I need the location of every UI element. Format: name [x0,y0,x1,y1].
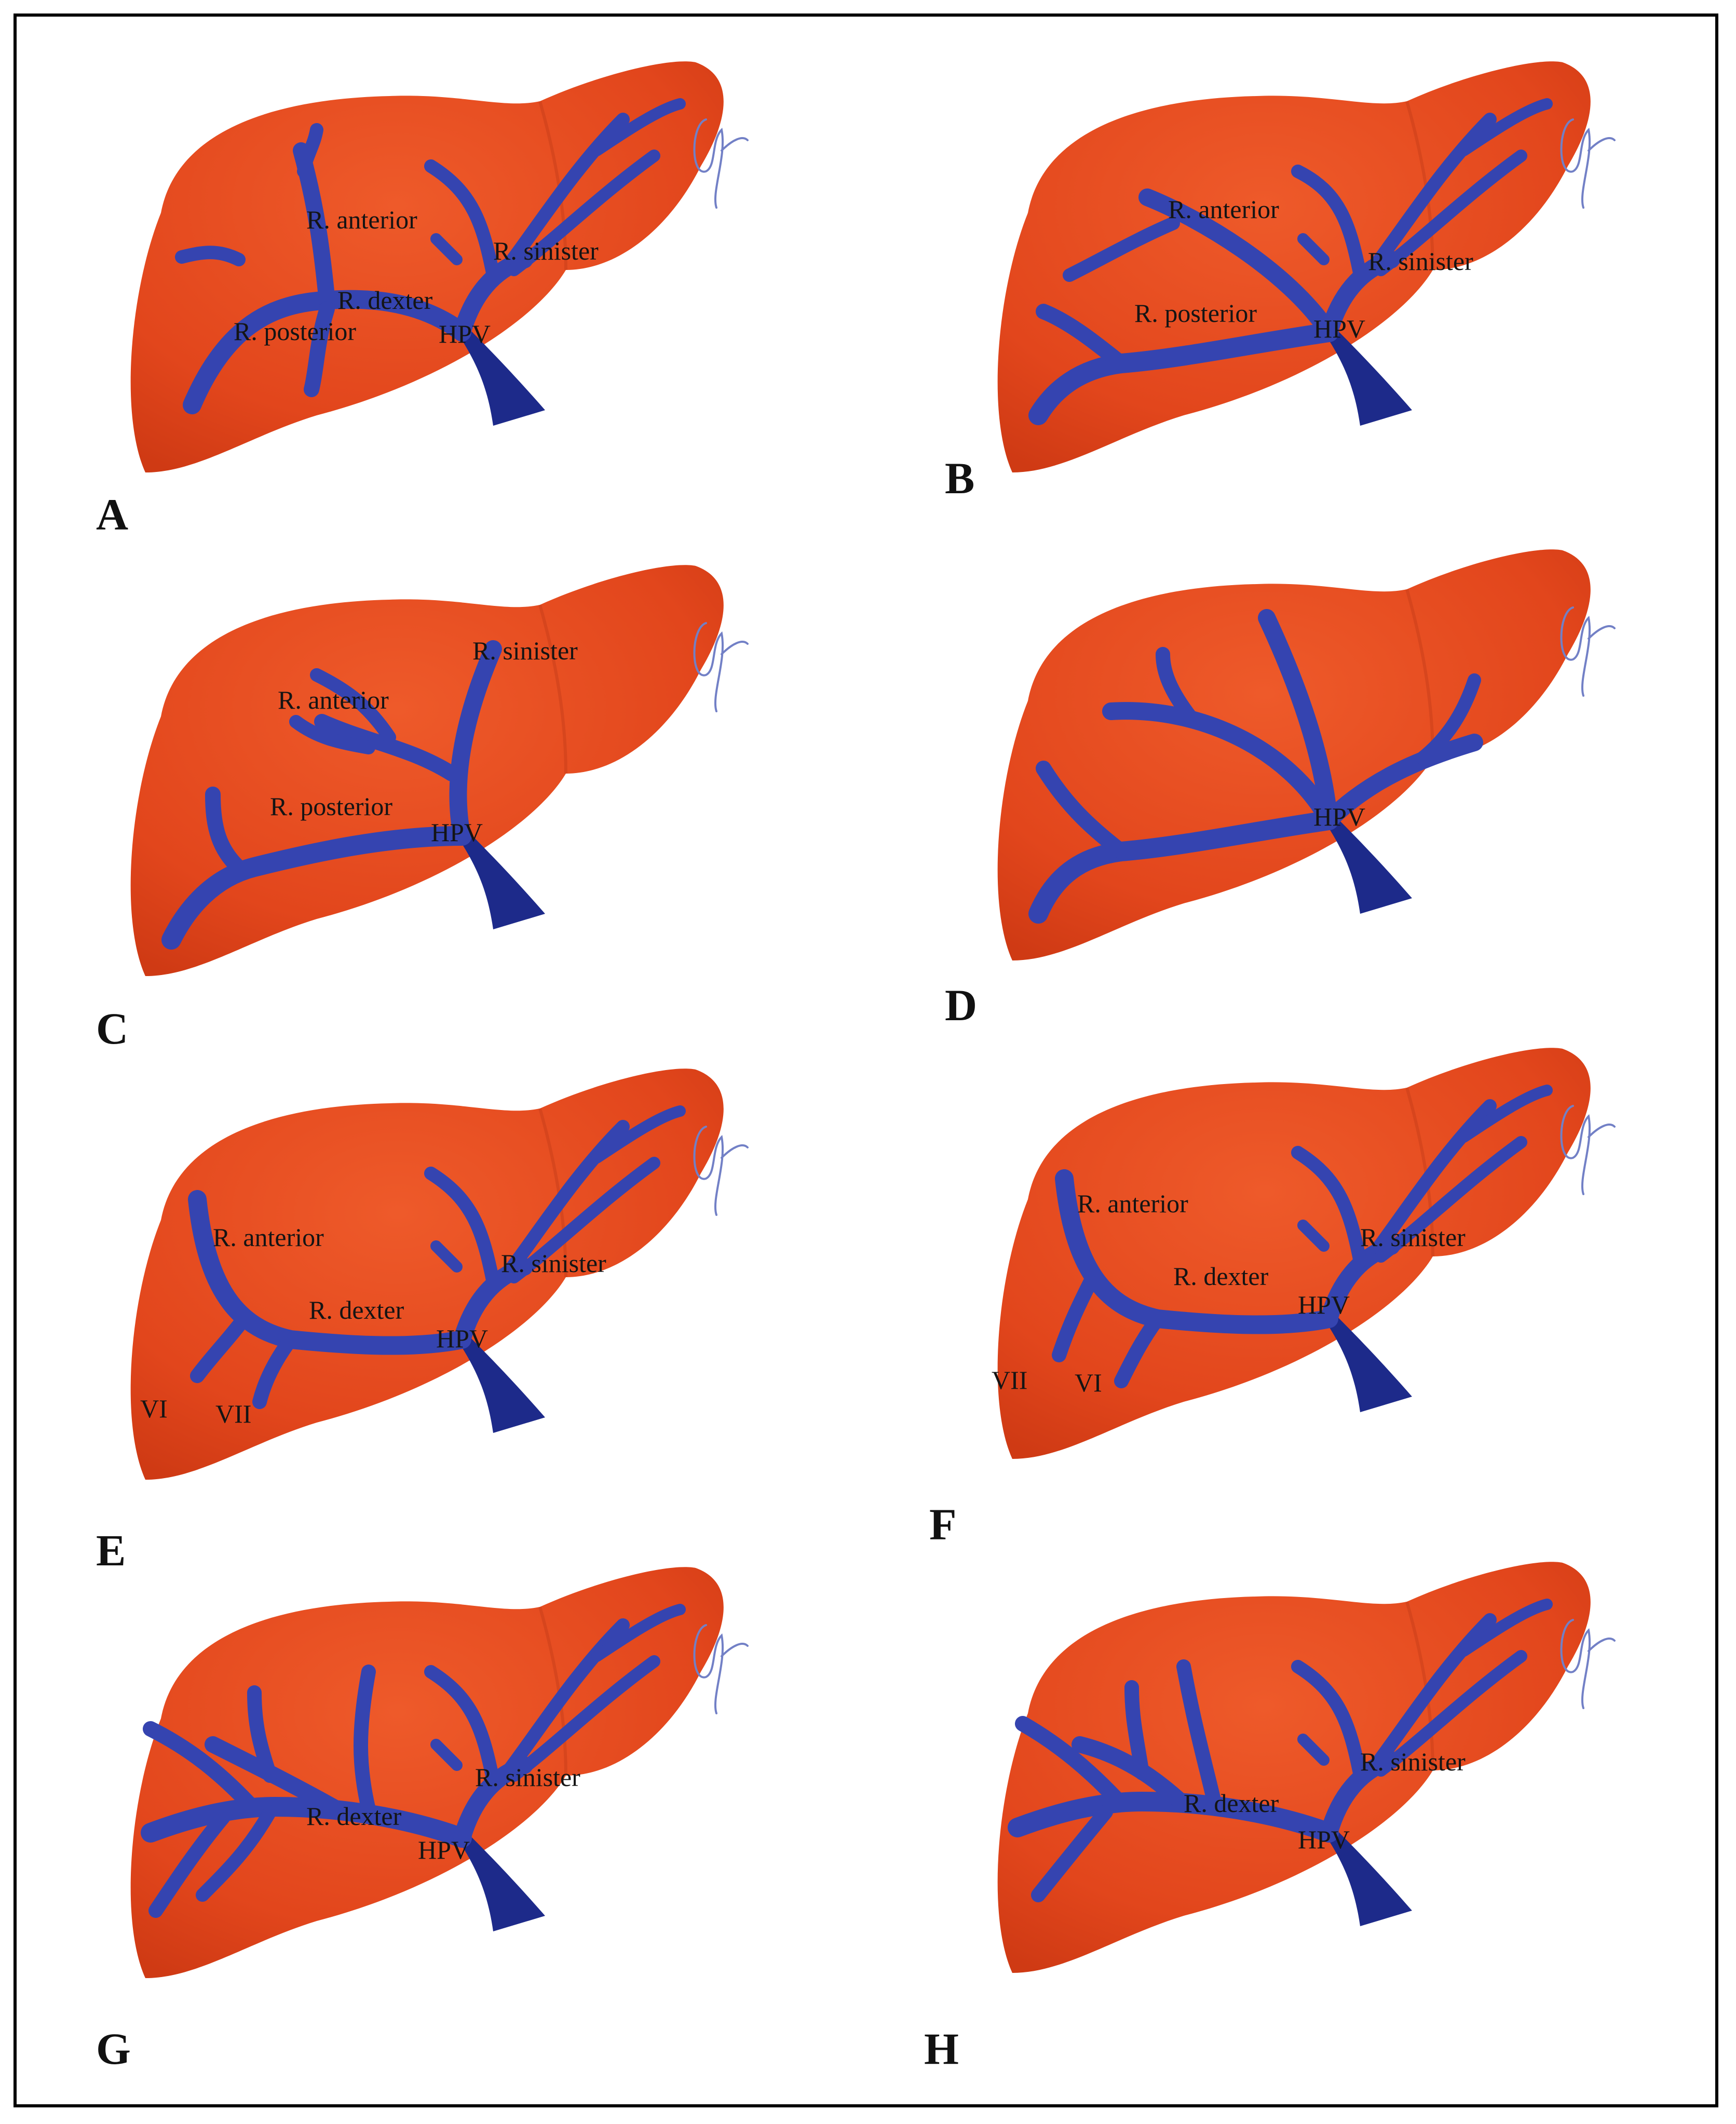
panel-letter: G [96,2024,131,2074]
panel-h: R. sinister R. dexter HPV H [924,1552,1734,2074]
label-vii: VII [992,1365,1027,1395]
signature-mark [1560,606,1616,697]
panel-letter: D [945,980,977,1030]
portal-vein-branches [1028,98,1553,426]
label-anterior: R. anterior [213,1223,324,1252]
portal-trunk [1324,1308,1412,1412]
label-sinister: R. sinister [472,636,578,665]
signature-mark [693,1126,749,1216]
portal-trunk [1324,322,1412,426]
panel-letter: H [924,2024,959,2074]
portal-vein-branches [188,1105,686,1433]
panel-letter: C [96,1004,128,1053]
portal-vein-branches [141,1604,686,1931]
panel-letter: F [929,1499,957,1549]
portal-vein-branches [1028,609,1483,924]
panel-b: R. anterior R. sinister R. posterior HPV… [945,52,1734,571]
figure-frame [13,13,1718,2107]
liver-diagram-c: R. sinister R. anterior R. posterior HPV… [96,565,749,1053]
signature-mark [1560,1619,1616,1709]
label-anterior: R. anterior [1077,1189,1188,1218]
label-posterior: R. posterior [234,317,356,346]
panel-letter: B [945,453,974,503]
label-hpv: HPV [1298,1290,1350,1319]
signature-mark [1560,118,1616,209]
label-vii: VII [215,1399,251,1428]
label-posterior: R. posterior [1134,299,1257,328]
label-hpv: HPV [431,818,483,847]
panel-letter: A [96,490,128,539]
liver-diagram-e: R. anterior R. sinister R. dexter HPV VI… [96,1068,749,1575]
signature-mark [693,118,749,209]
panel-f: R. anterior R. sinister R. dexter HPV VI… [929,1038,1734,1558]
portal-vein-branches [1008,1599,1553,1926]
panel-e: R. anterior R. sinister R. dexter HPV VI… [96,1059,867,1578]
portal-vein-branches [1052,1085,1553,1412]
label-hpv: HPV [436,1324,488,1353]
label-sinister: R. sinister [1368,247,1473,276]
portal-vein-branches [161,640,545,950]
label-sinister: R. sinister [1360,1747,1466,1776]
label-anterior: R. anterior [1168,195,1279,224]
label-dexter: R. dexter [1184,1789,1279,1818]
label-dexter: R. dexter [309,1295,404,1324]
liver-diagram-d: HPV D [945,549,1616,1030]
liver-diagram-b: R. anterior R. sinister R. posterior HPV… [945,61,1616,503]
label-hpv: HPV [1313,314,1365,343]
label-anterior: R. anterior [306,205,417,234]
portal-trunk [1324,1822,1412,1926]
label-posterior: R. posterior [270,792,392,821]
lobe-groove [1405,589,1434,759]
label-sinister: R. sinister [475,1763,580,1792]
label-hpv: HPV [439,319,491,348]
portal-trunk [1324,810,1412,914]
label-anterior: R. anterior [278,685,389,714]
signature-mark [1560,1105,1616,1195]
label-hpv: HPV [1298,1825,1350,1854]
panel-c: R. sinister R. anterior R. posterior HPV… [96,556,867,1075]
label-hpv: HPV [1313,802,1365,831]
liver-diagram-f: R. anterior R. sinister R. dexter HPV VI… [929,1048,1616,1549]
label-dexter: R. dexter [337,286,433,315]
portal-trunk [457,1828,545,1931]
signature-mark [693,1624,749,1714]
liver-diagram-a: R. anterior R. sinister R. dexter R. pos… [96,61,749,539]
panel-d: HPV D [945,540,1734,1059]
lobe-groove [538,604,567,774]
panel-g: R. sinister R. dexter HPV G [96,1558,867,2077]
liver-shape [997,549,1591,960]
label-dexter: R. dexter [1173,1262,1269,1291]
label-sinister: R. sinister [1360,1223,1466,1252]
label-hpv: HPV [418,1835,470,1864]
liver-diagram-g: R. sinister R. dexter HPV G [96,1567,749,2074]
portal-trunk [457,826,545,929]
portal-vein-branches [175,98,686,426]
label-sinister: R. sinister [493,236,599,265]
portal-trunk [457,1329,545,1433]
liver-shape [130,565,724,976]
label-dexter: R. dexter [306,1802,402,1831]
panel-a: R. anterior R. sinister R. dexter R. pos… [96,52,867,571]
panel-letter: E [96,1525,126,1575]
portal-trunk [457,322,545,426]
signature-mark [693,622,749,712]
label-vi: VI [140,1394,168,1423]
liver-diagram-h: R. sinister R. dexter HPV H [924,1562,1616,2074]
label-vi: VI [1075,1368,1102,1397]
label-sinister: R. sinister [501,1249,606,1278]
